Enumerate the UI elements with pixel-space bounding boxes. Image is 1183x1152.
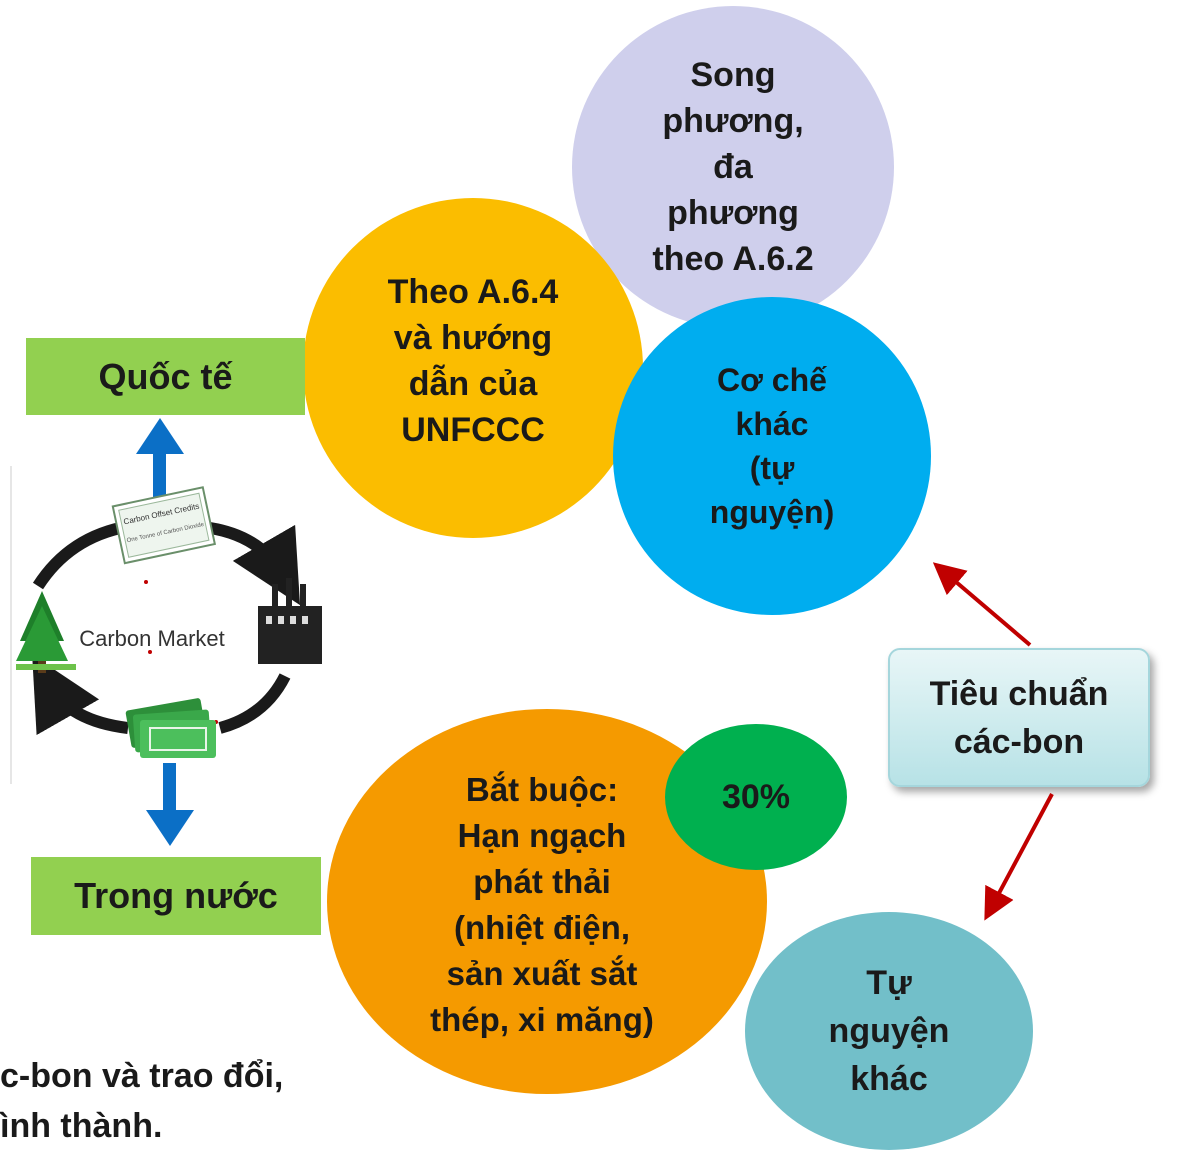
mandatory-quota-text: Bắt buộc: Hạn ngạch phát thải (nhiệt điệ… xyxy=(430,770,654,1038)
factory-icon xyxy=(258,578,322,664)
arrow-to-other-voluntary-icon xyxy=(984,793,1054,921)
domestic-box: Trong nước xyxy=(31,857,321,935)
international-box: Quốc tế xyxy=(26,338,305,415)
circle-percentage: 30% xyxy=(665,724,847,870)
carbon-market-label: Carbon Market xyxy=(79,626,225,651)
bottom-text-line-1: c-bon và trao đổi, xyxy=(0,1057,284,1095)
tree-icon xyxy=(16,591,76,673)
bottom-text-line-2: ình thành. xyxy=(0,1107,163,1145)
circle-other-voluntary: Tự nguyện khác xyxy=(745,912,1033,1150)
circle-bilateral-multilateral: Song phương, đa phương theo A.6.2 xyxy=(572,6,894,328)
arrow-to-other-mechanism-icon xyxy=(932,562,1032,647)
circle-a64-unfccc: Theo A.6.4 và hướng dẫn của UNFCCC xyxy=(303,198,643,538)
certificate-icon: Carbon Offset Credits One Tonne of Carbo… xyxy=(111,486,217,565)
circle-other-mechanism: Cơ chế khác (tự nguyện) xyxy=(613,297,931,615)
carbon-standard-box: Tiêu chuẩn các-bon xyxy=(888,648,1150,787)
money-icon xyxy=(125,698,216,758)
carbon-market-illustration: Carbon Offset Credits One Tonne of Carbo… xyxy=(10,466,322,784)
